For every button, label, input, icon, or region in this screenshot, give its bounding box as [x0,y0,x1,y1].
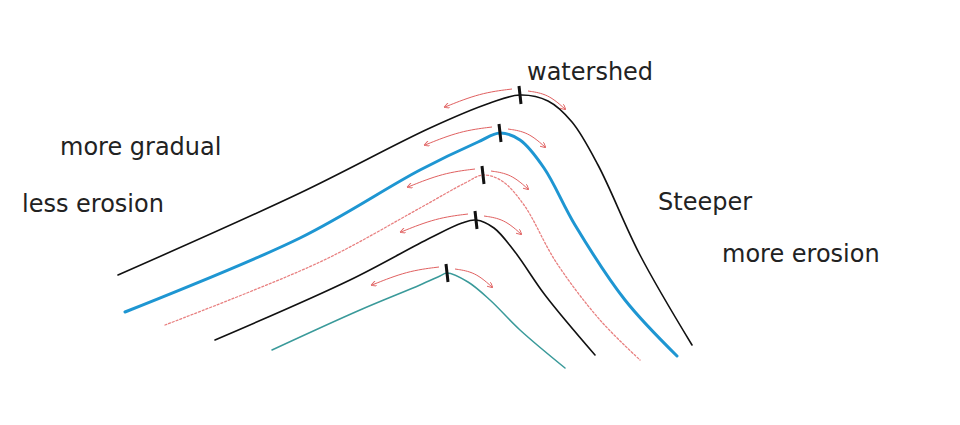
watershed-mark [499,124,501,142]
runoff-arrow [455,269,492,287]
runoff-arrow [425,127,492,145]
dotted-stratum-line [165,175,640,360]
teal-stratum-line [272,273,565,368]
watershed-label: watershed [527,58,653,87]
watershed-mark [446,264,448,282]
watershed-mark [519,86,521,104]
note-label: less erosion [22,190,164,219]
blue-stratum-line [125,133,677,356]
runoff-arrow [372,267,439,285]
note-label: Steeper [658,188,752,217]
runoff-arrow [445,89,512,107]
top-stratum-line [118,95,692,345]
runoff-arrow [508,129,545,147]
runoff-arrow [401,214,468,232]
runoff-arrow [528,91,565,109]
runoff-arrow [491,171,528,189]
note-label: more erosion [722,240,880,269]
watershed-mark [482,166,484,184]
watershed-mark [475,211,477,229]
note-label: more gradual [60,133,221,162]
runoff-arrow [484,216,521,234]
runoff-arrow [408,169,475,187]
lower-stratum-line [215,220,595,355]
